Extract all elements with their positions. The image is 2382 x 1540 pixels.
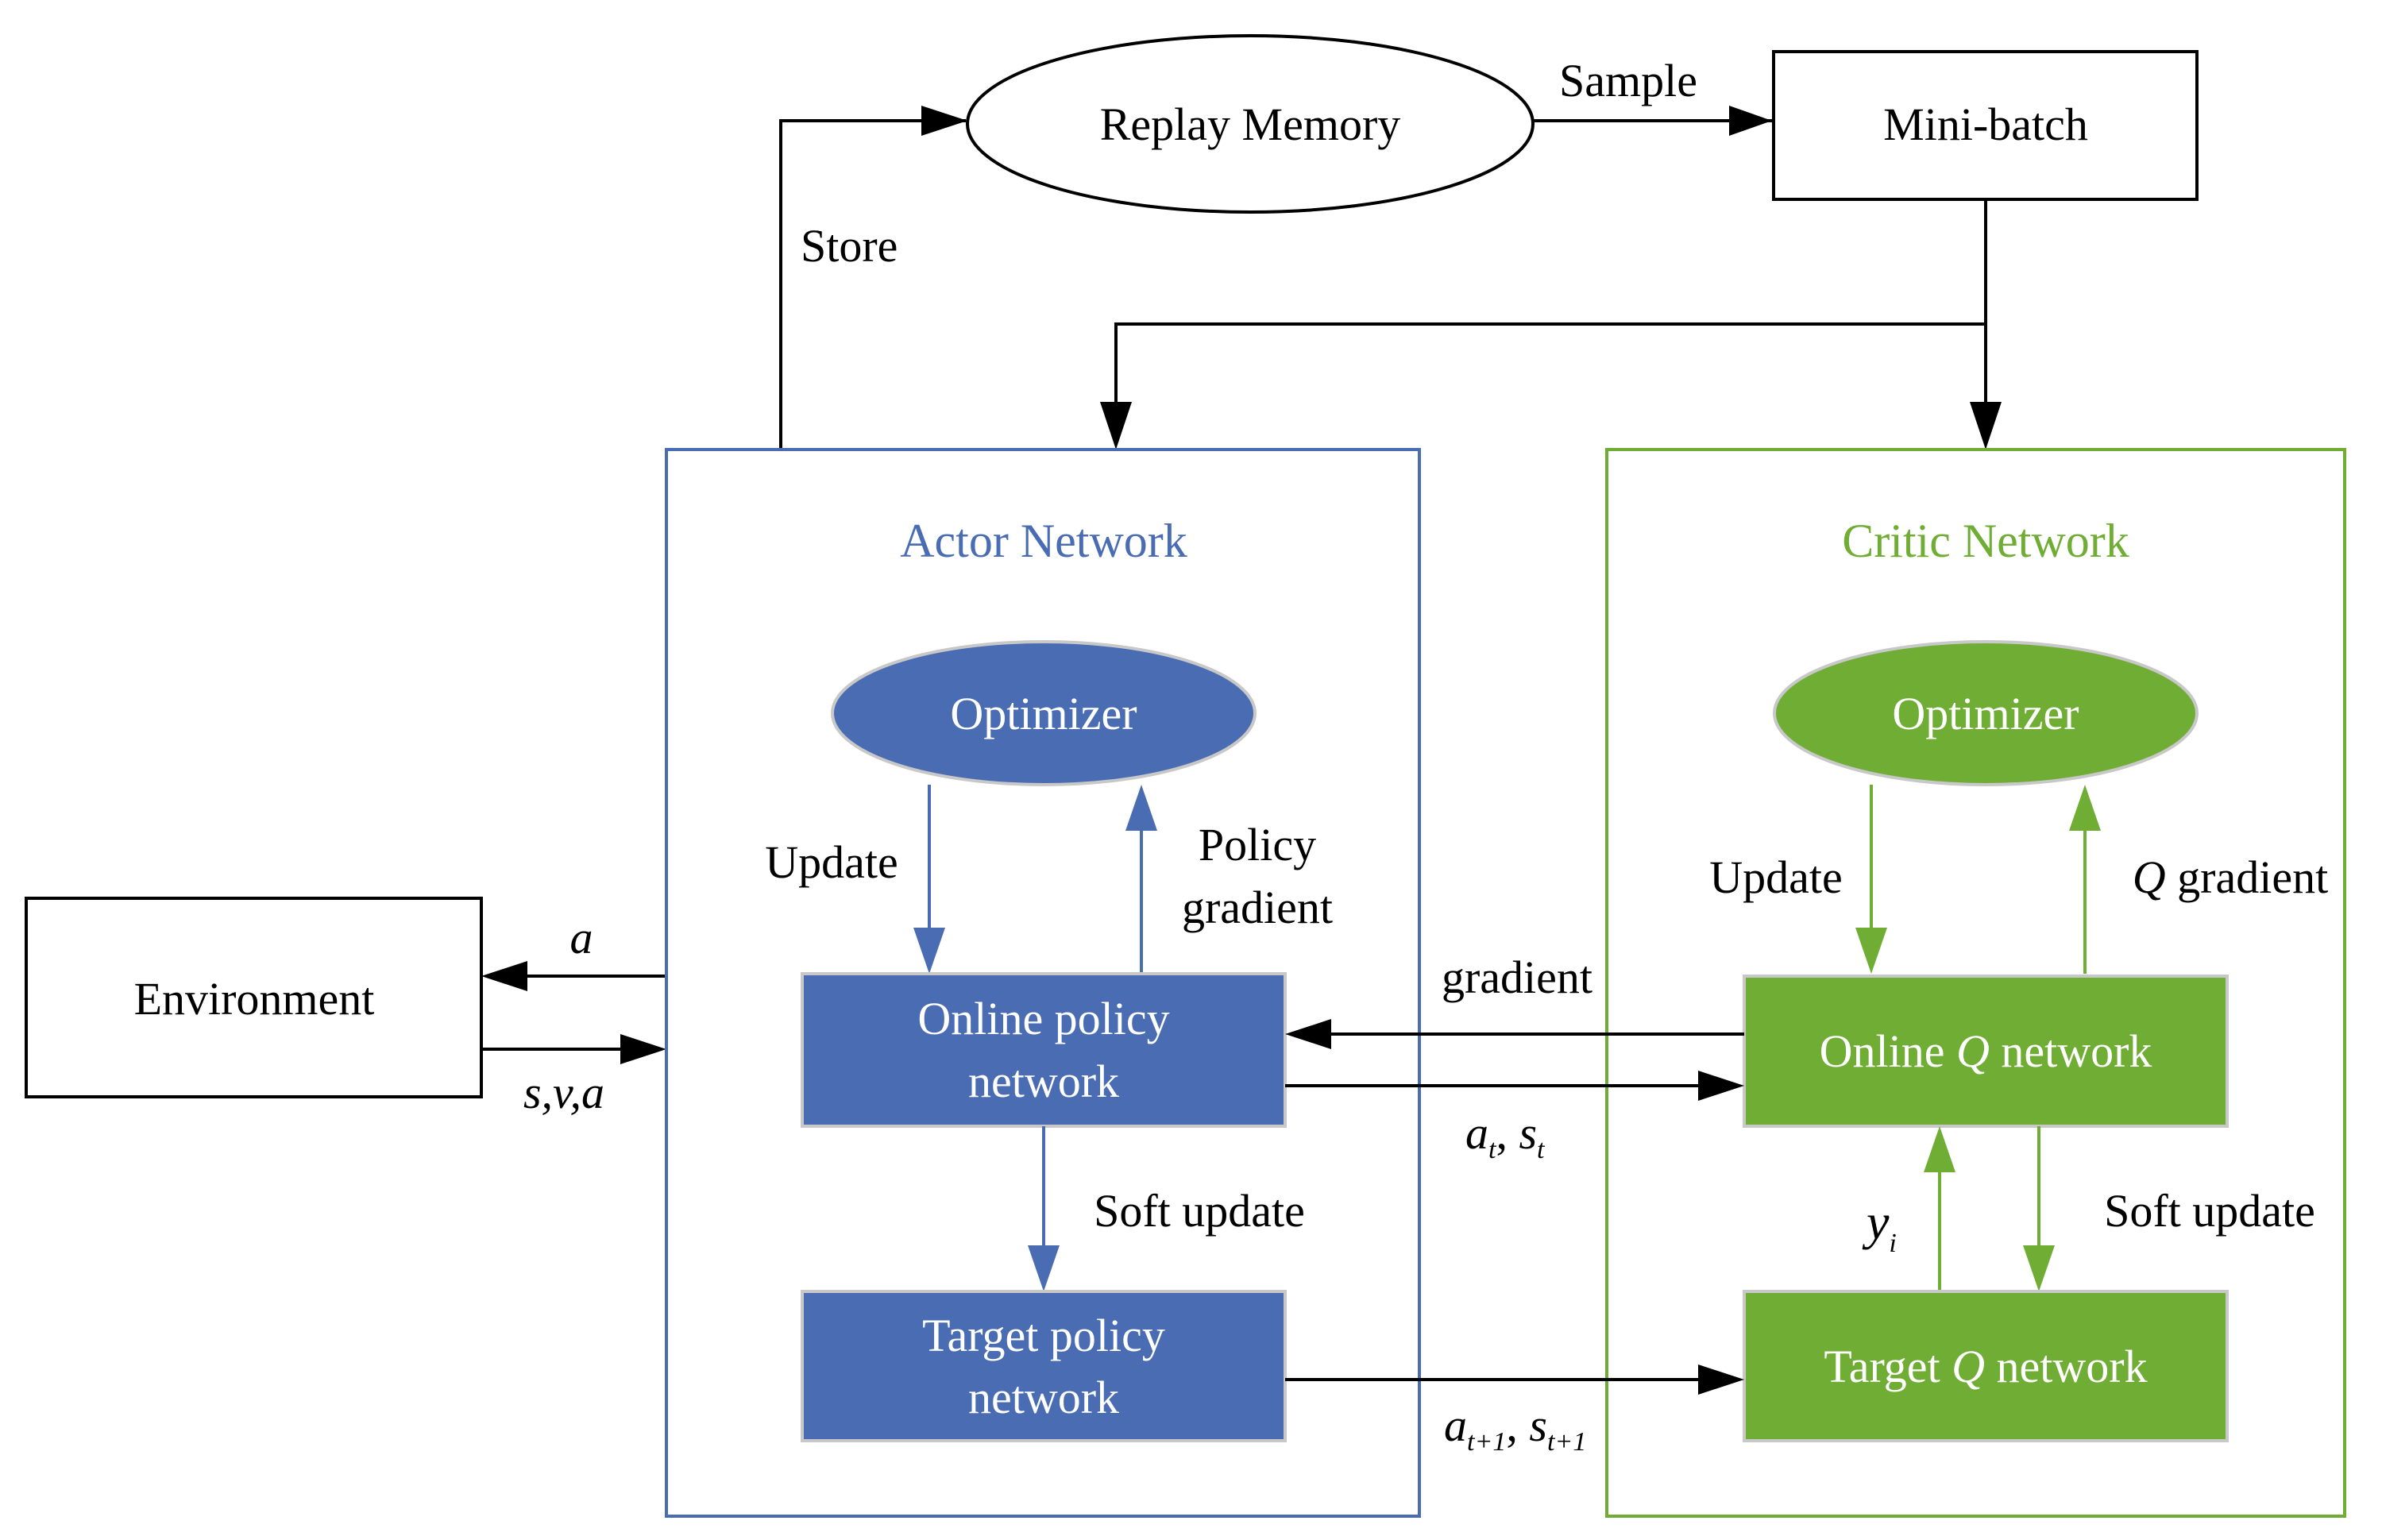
minibatch-actor-line [1114, 322, 1986, 405]
environment-label: Environment [134, 973, 375, 1025]
at-a-sub: t [1488, 1135, 1497, 1164]
target-policy-network-label-line2: network [968, 1372, 1119, 1423]
online-q-post: network [1990, 1025, 2152, 1077]
at-s: s [1519, 1107, 1537, 1159]
critic-yi-label: yi [1862, 1194, 1897, 1258]
critic-q-gradient-q: Q [2133, 851, 2166, 903]
store-arrow [779, 119, 966, 450]
actor-network-title: Actor Network [900, 515, 1187, 567]
at-a: a [1465, 1107, 1488, 1159]
at1-st1-label: at+1, st+1 [1444, 1399, 1586, 1457]
at1-s: s [1529, 1399, 1547, 1451]
sample-arrowhead [1729, 106, 1772, 136]
gradient-arrowhead [1285, 1019, 1331, 1049]
critic-soft-update-arrowhead [2023, 1245, 2055, 1291]
at1-s-sub: t+1 [1547, 1427, 1586, 1457]
state-arrowhead [620, 1034, 666, 1064]
online-q-network-label: Online Q network [1820, 1025, 2152, 1077]
critic-update-label: Update [1709, 851, 1843, 903]
actor-policy-gradient-arrowhead [1125, 785, 1157, 831]
action-label: a [570, 912, 593, 963]
critic-yi-main: y [1862, 1194, 1890, 1250]
action-arrowhead [481, 961, 527, 991]
actor-soft-update-arrowhead [1028, 1245, 1060, 1291]
minibatch-critic-arrowhead [1970, 402, 2002, 450]
critic-q-gradient-arrowhead [2069, 785, 2101, 831]
actor-optimizer-label: Optimizer [950, 688, 1137, 739]
at1-st1-arrowhead [1698, 1364, 1744, 1395]
critic-yi-arrowhead [1924, 1126, 1955, 1172]
actor-policy-gradient-label-line2: gradient [1182, 882, 1333, 933]
minibatch-actor-arrowhead [1100, 402, 1132, 450]
target-q-network-label: Target Q network [1824, 1341, 2147, 1392]
at-st-arrowhead [1698, 1071, 1744, 1101]
target-q-post: network [1985, 1341, 2148, 1392]
actor-soft-update-label: Soft update [1094, 1185, 1305, 1237]
critic-soft-update-label: Soft update [2104, 1185, 2315, 1237]
store-arrowhead [921, 106, 967, 136]
at1-a: a [1444, 1399, 1467, 1451]
environment-node [25, 897, 483, 1098]
at1-sep: , [1506, 1399, 1529, 1451]
critic-optimizer-node [1773, 640, 2199, 786]
critic-update-arrowhead [1855, 928, 1887, 974]
actor-update-label: Update [765, 836, 898, 888]
replay-memory-label: Replay Memory [1100, 98, 1401, 150]
mini-batch-node [1772, 50, 2199, 201]
actor-update-arrowhead [913, 928, 945, 974]
gradient-label: gradient [1442, 951, 1593, 1003]
store-label: Store [801, 220, 898, 272]
at1-a-sub: t+1 [1467, 1427, 1506, 1457]
critic-network-title: Critic Network [1842, 515, 2129, 567]
actor-policy-gradient-label-line1: Policy [1199, 819, 1316, 870]
state-label: s,v,a [523, 1067, 604, 1118]
critic-q-gradient-label: Q gradient [2133, 851, 2328, 903]
online-policy-network-label-line2: network [968, 1056, 1119, 1107]
target-q-pre: Target [1824, 1341, 1952, 1392]
online-policy-network-label-line1: Online policy [917, 993, 1169, 1044]
target-policy-network-node [801, 1290, 1287, 1442]
at-st-label: at, st [1465, 1107, 1546, 1164]
critic-yi-sub: i [1889, 1229, 1896, 1258]
at-sep: , [1496, 1107, 1519, 1159]
online-q-network-node [1743, 975, 2229, 1128]
mini-batch-label: Mini-batch [1883, 98, 2088, 150]
target-q-q: Q [1952, 1341, 1985, 1392]
target-policy-network-label-line1: Target policy [922, 1310, 1165, 1361]
critic-optimizer-label: Optimizer [1892, 688, 2079, 739]
online-policy-network-node [801, 972, 1287, 1128]
replay-memory-node [966, 34, 1535, 214]
online-q-pre: Online [1820, 1025, 1956, 1077]
target-q-network-node [1743, 1290, 2229, 1442]
actor-optimizer-node [831, 640, 1257, 786]
sample-label: Sample [1559, 55, 1697, 106]
critic-q-gradient-word: gradient [2166, 851, 2329, 903]
at-s-sub: t [1537, 1135, 1546, 1164]
online-q-q: Q [1956, 1025, 1990, 1077]
